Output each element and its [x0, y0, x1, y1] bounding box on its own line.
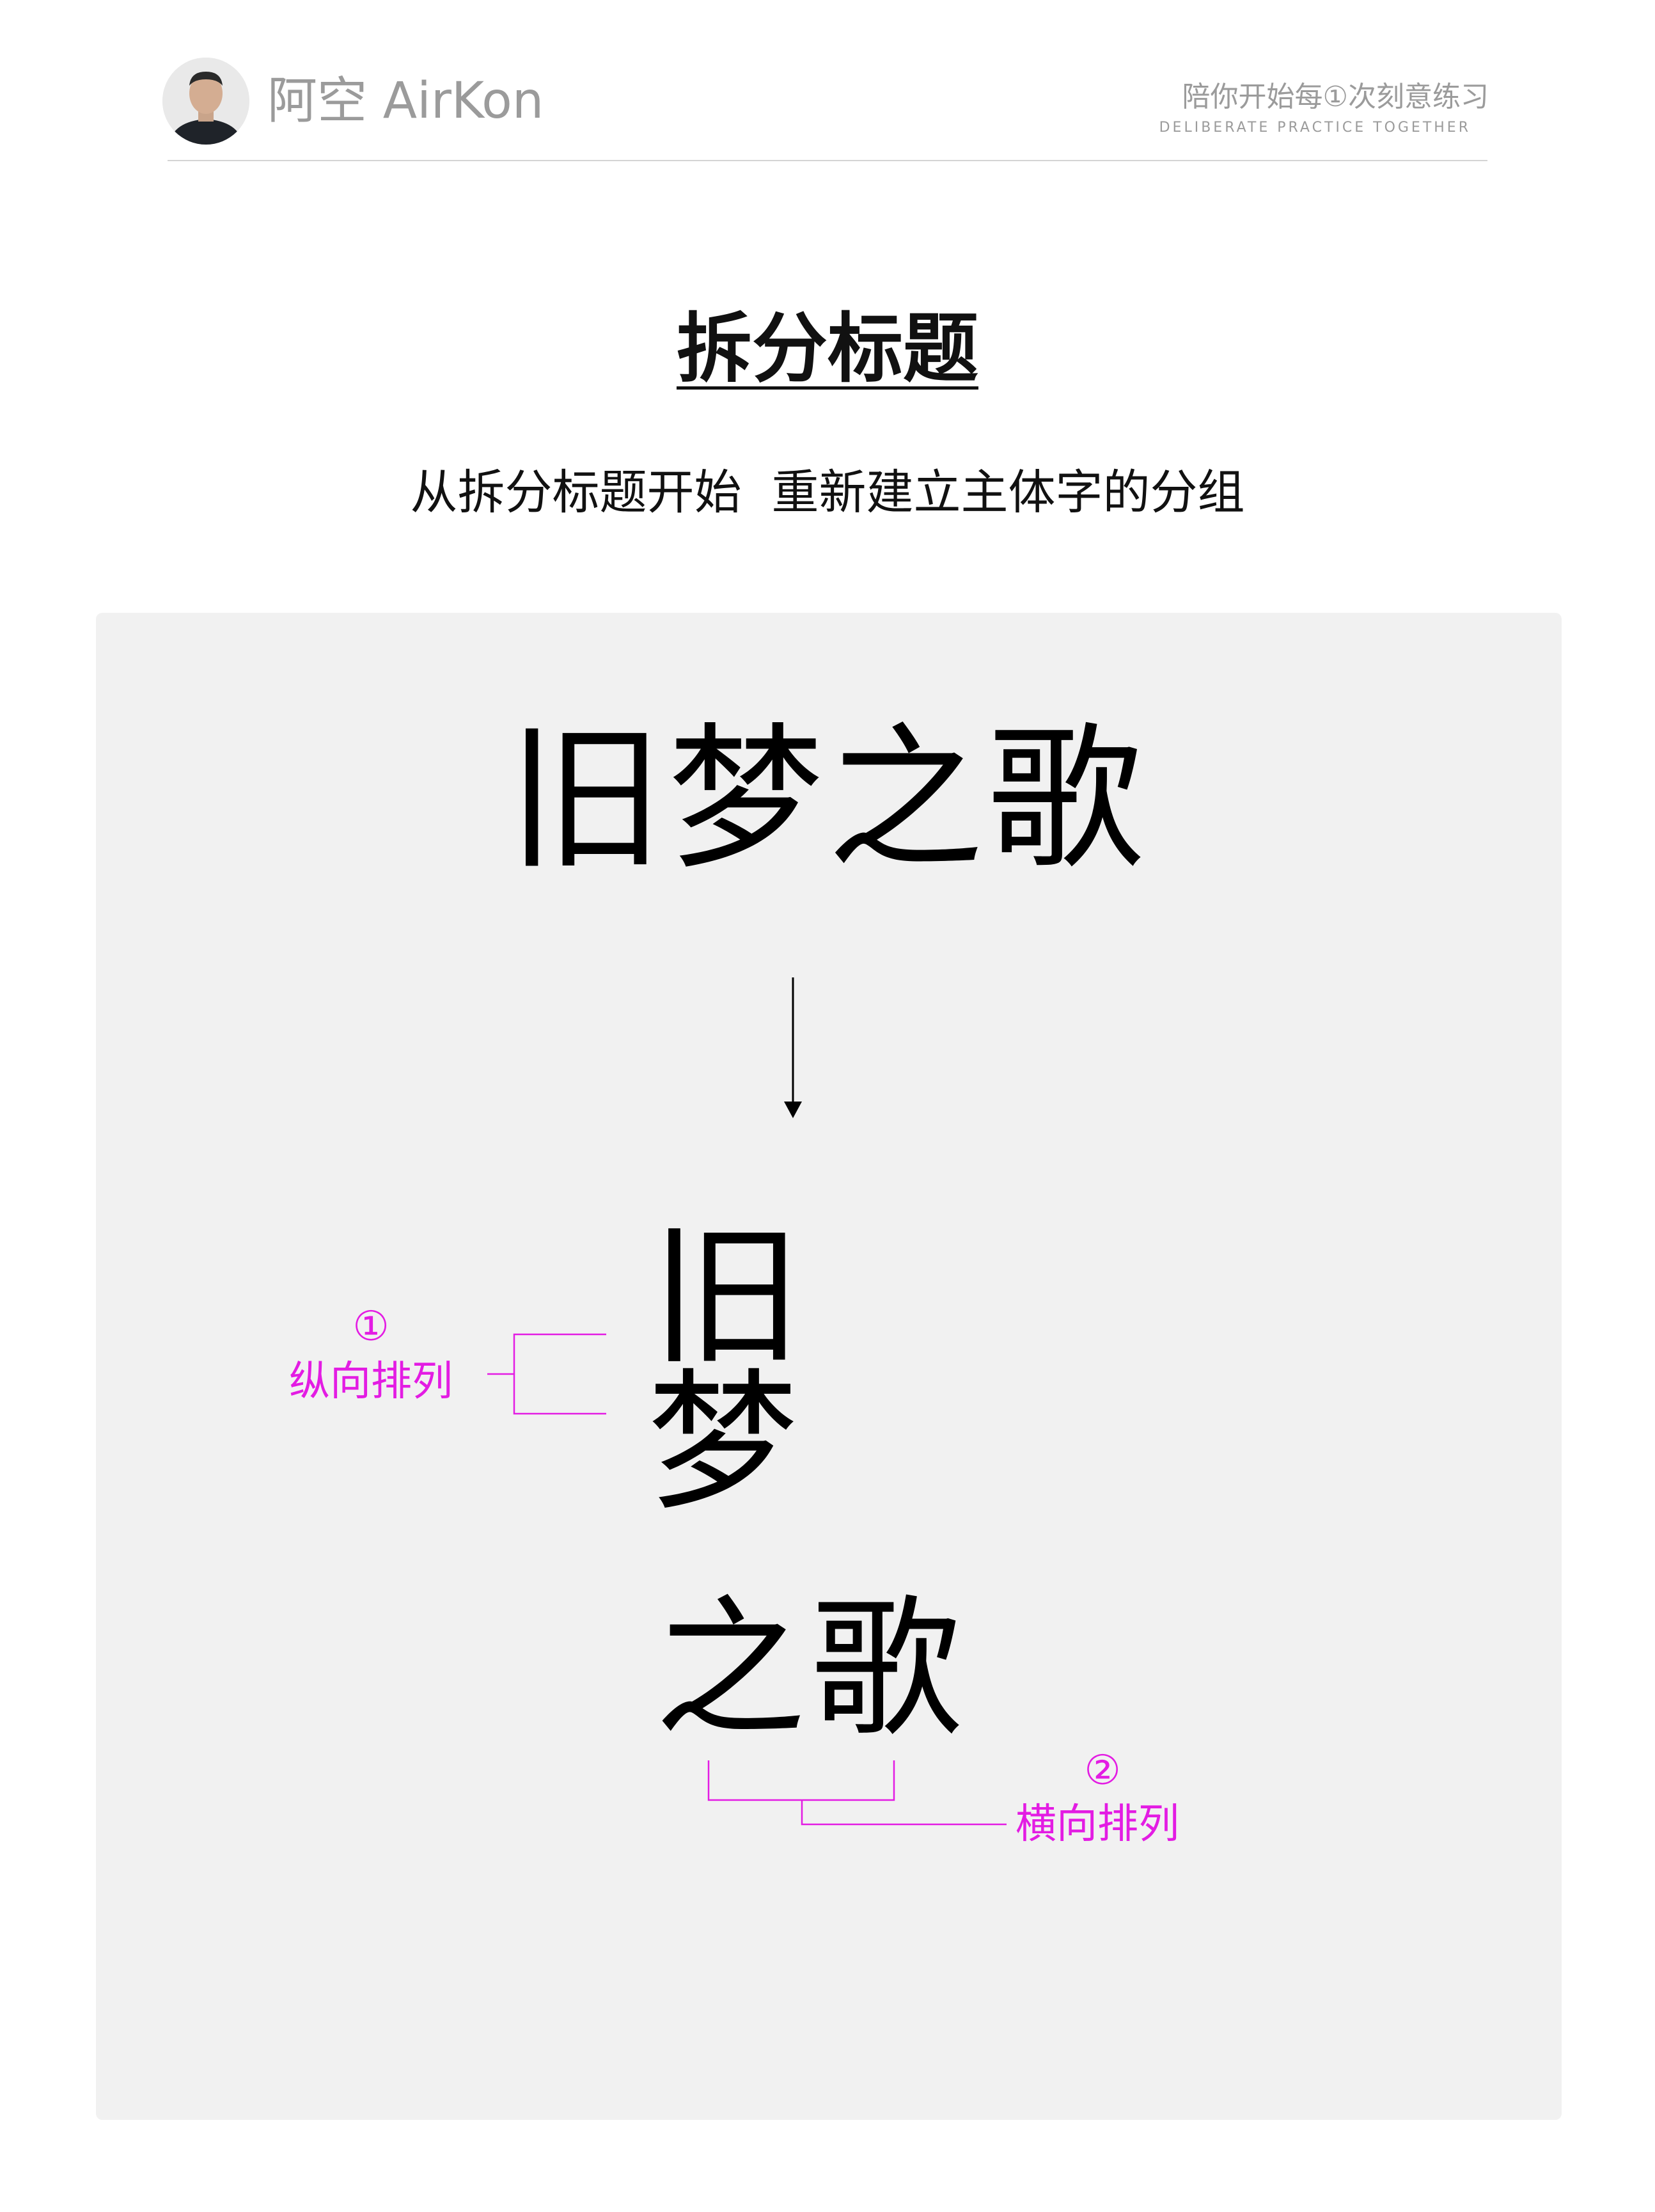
vertical-bracket: [487, 1333, 606, 1415]
char-ge: 歌: [811, 1581, 962, 1757]
avatar-portrait: [162, 58, 249, 145]
note-horizontal-label: 横向排列: [1016, 1801, 1179, 1848]
original-title: 旧梦之歌: [508, 709, 1147, 890]
char-jiu: 旧: [651, 1209, 803, 1385]
page-title: 拆分标题: [676, 304, 978, 393]
example-panel: [96, 613, 1562, 2120]
header: 阿空 AirKon 陪你开始每①次刻意练习 DELIBERATE PRACTIC…: [0, 0, 1655, 166]
down-arrow-icon: [784, 977, 802, 1118]
horizontal-bracket: [707, 1760, 1007, 1826]
avatar: [162, 58, 249, 145]
note-number-2: ②: [1084, 1747, 1121, 1794]
tagline: 陪你开始每①次刻意练习: [1182, 81, 1489, 113]
header-divider: [168, 160, 1487, 161]
char-meng: 梦: [647, 1355, 799, 1531]
page-subtitle: 从拆分标题开始 重新建立主体字的分组: [410, 465, 1245, 520]
brand-name: 阿空 AirKon: [267, 72, 544, 130]
char-zhi: 之: [655, 1581, 806, 1757]
note-number-1: ①: [352, 1303, 389, 1350]
note-vertical-label: 纵向排列: [289, 1358, 453, 1405]
tagline-subtitle: DELIBERATE PRACTICE TOGETHER: [1159, 120, 1471, 136]
